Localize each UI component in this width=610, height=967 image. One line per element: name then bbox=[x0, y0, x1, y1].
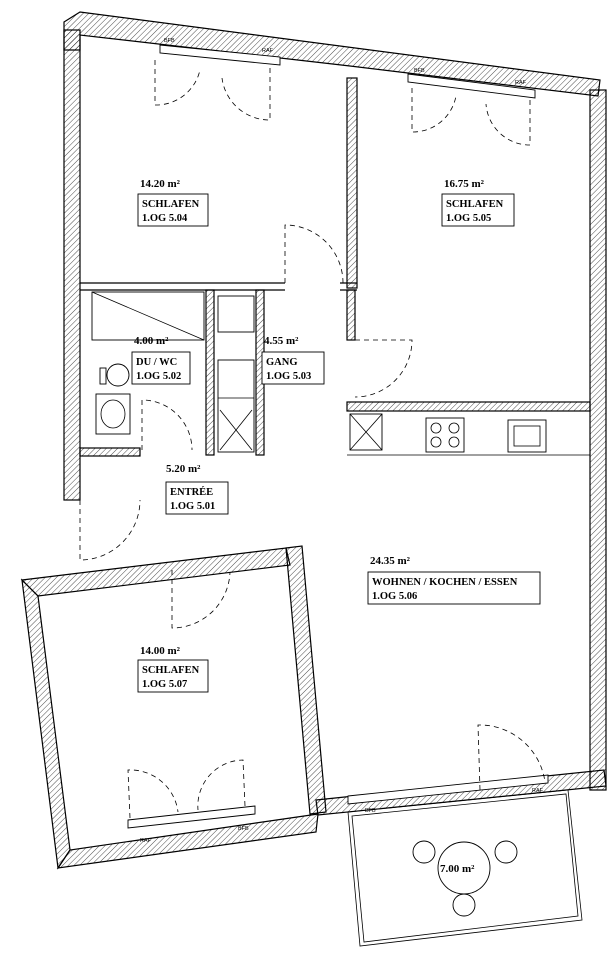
room-area: 16.75 m² bbox=[444, 178, 485, 190]
room-code: 1.OG 5.03 bbox=[266, 371, 311, 382]
room-area: 4.55 m² bbox=[264, 335, 299, 347]
wall-right bbox=[589, 89, 607, 791]
wall-hall-right bbox=[346, 289, 356, 341]
room-area: 14.00 m² bbox=[140, 645, 181, 657]
raf-tag: RAF bbox=[532, 788, 544, 794]
door-swings bbox=[79, 60, 546, 819]
room-label-5-01: 5.20 m² ENTRÉE 1.OG 5.01 bbox=[165, 463, 229, 515]
room-area: 4.00 m² bbox=[134, 335, 169, 347]
bfb-tag: BFB bbox=[238, 826, 249, 832]
wall-5-07-right bbox=[285, 545, 327, 815]
wall-kitchen-top bbox=[346, 401, 591, 412]
raf-tag: RAF bbox=[140, 838, 152, 844]
room-code: 1.OG 5.01 bbox=[170, 501, 215, 512]
room-label-5-05: 16.75 m² SCHLAFEN 1.OG 5.05 bbox=[441, 178, 515, 227]
room-area: 14.20 m² bbox=[140, 178, 181, 190]
room-area: 5.20 m² bbox=[166, 463, 201, 475]
room-label-5-06: 24.35 m² WOHNEN / KOCHEN / ESSEN 1.OG 5.… bbox=[367, 555, 541, 605]
washbasin-icon bbox=[95, 393, 131, 435]
bfb-tag: BFB bbox=[164, 38, 175, 44]
balcony-area: 7.00 m² bbox=[440, 863, 475, 875]
room-code: 1.OG 5.02 bbox=[136, 371, 181, 382]
wall-left-upper bbox=[63, 29, 81, 501]
room-name: WOHNEN / KOCHEN / ESSEN bbox=[372, 577, 518, 588]
exterior-walls bbox=[20, 11, 607, 870]
room-name: ENTRÉE bbox=[170, 486, 213, 498]
stove-icon bbox=[425, 417, 465, 453]
bfb-tag: BFB bbox=[414, 68, 425, 74]
room-name: DU / WC bbox=[136, 357, 177, 368]
room-area: 24.35 m² bbox=[370, 555, 411, 567]
windows: BFB RAF BFB RAF RAF BFB BFB RAF bbox=[127, 38, 549, 844]
wall-5-07-left bbox=[21, 578, 71, 870]
bfb-tag: BFB bbox=[365, 808, 376, 814]
balcony: 7.00 m² bbox=[347, 789, 583, 947]
raf-tag: RAF bbox=[515, 80, 527, 86]
room-code: 1.OG 5.04 bbox=[142, 213, 188, 224]
room-label-5-03: 4.55 m² GANG 1.OG 5.03 bbox=[261, 335, 325, 385]
room-name: SCHLAFEN bbox=[446, 199, 504, 210]
room-code: 1.OG 5.06 bbox=[372, 591, 417, 602]
wall-5-07-bottom bbox=[56, 813, 319, 869]
room-label-5-07: 14.00 m² SCHLAFEN 1.OG 5.07 bbox=[137, 645, 209, 693]
wall-bath-right bbox=[205, 289, 215, 456]
room-name: GANG bbox=[266, 357, 298, 368]
room-label-5-04: 14.20 m² SCHLAFEN 1.OG 5.04 bbox=[137, 178, 209, 227]
room-name: SCHLAFEN bbox=[142, 665, 200, 676]
room-name: SCHLAFEN bbox=[142, 199, 200, 210]
wall-bath-bottom bbox=[79, 447, 141, 457]
room-code: 1.OG 5.05 bbox=[446, 213, 491, 224]
toilet-icon bbox=[106, 363, 130, 387]
interior-walls bbox=[79, 77, 591, 457]
raf-tag: RAF bbox=[262, 48, 274, 54]
wall-5-05-left bbox=[346, 77, 358, 289]
fixtures bbox=[91, 291, 547, 453]
room-code: 1.OG 5.07 bbox=[142, 679, 187, 690]
room-label-5-02: 4.00 m² DU / WC 1.OG 5.02 bbox=[131, 335, 191, 385]
wall-5-07-top bbox=[20, 547, 291, 597]
